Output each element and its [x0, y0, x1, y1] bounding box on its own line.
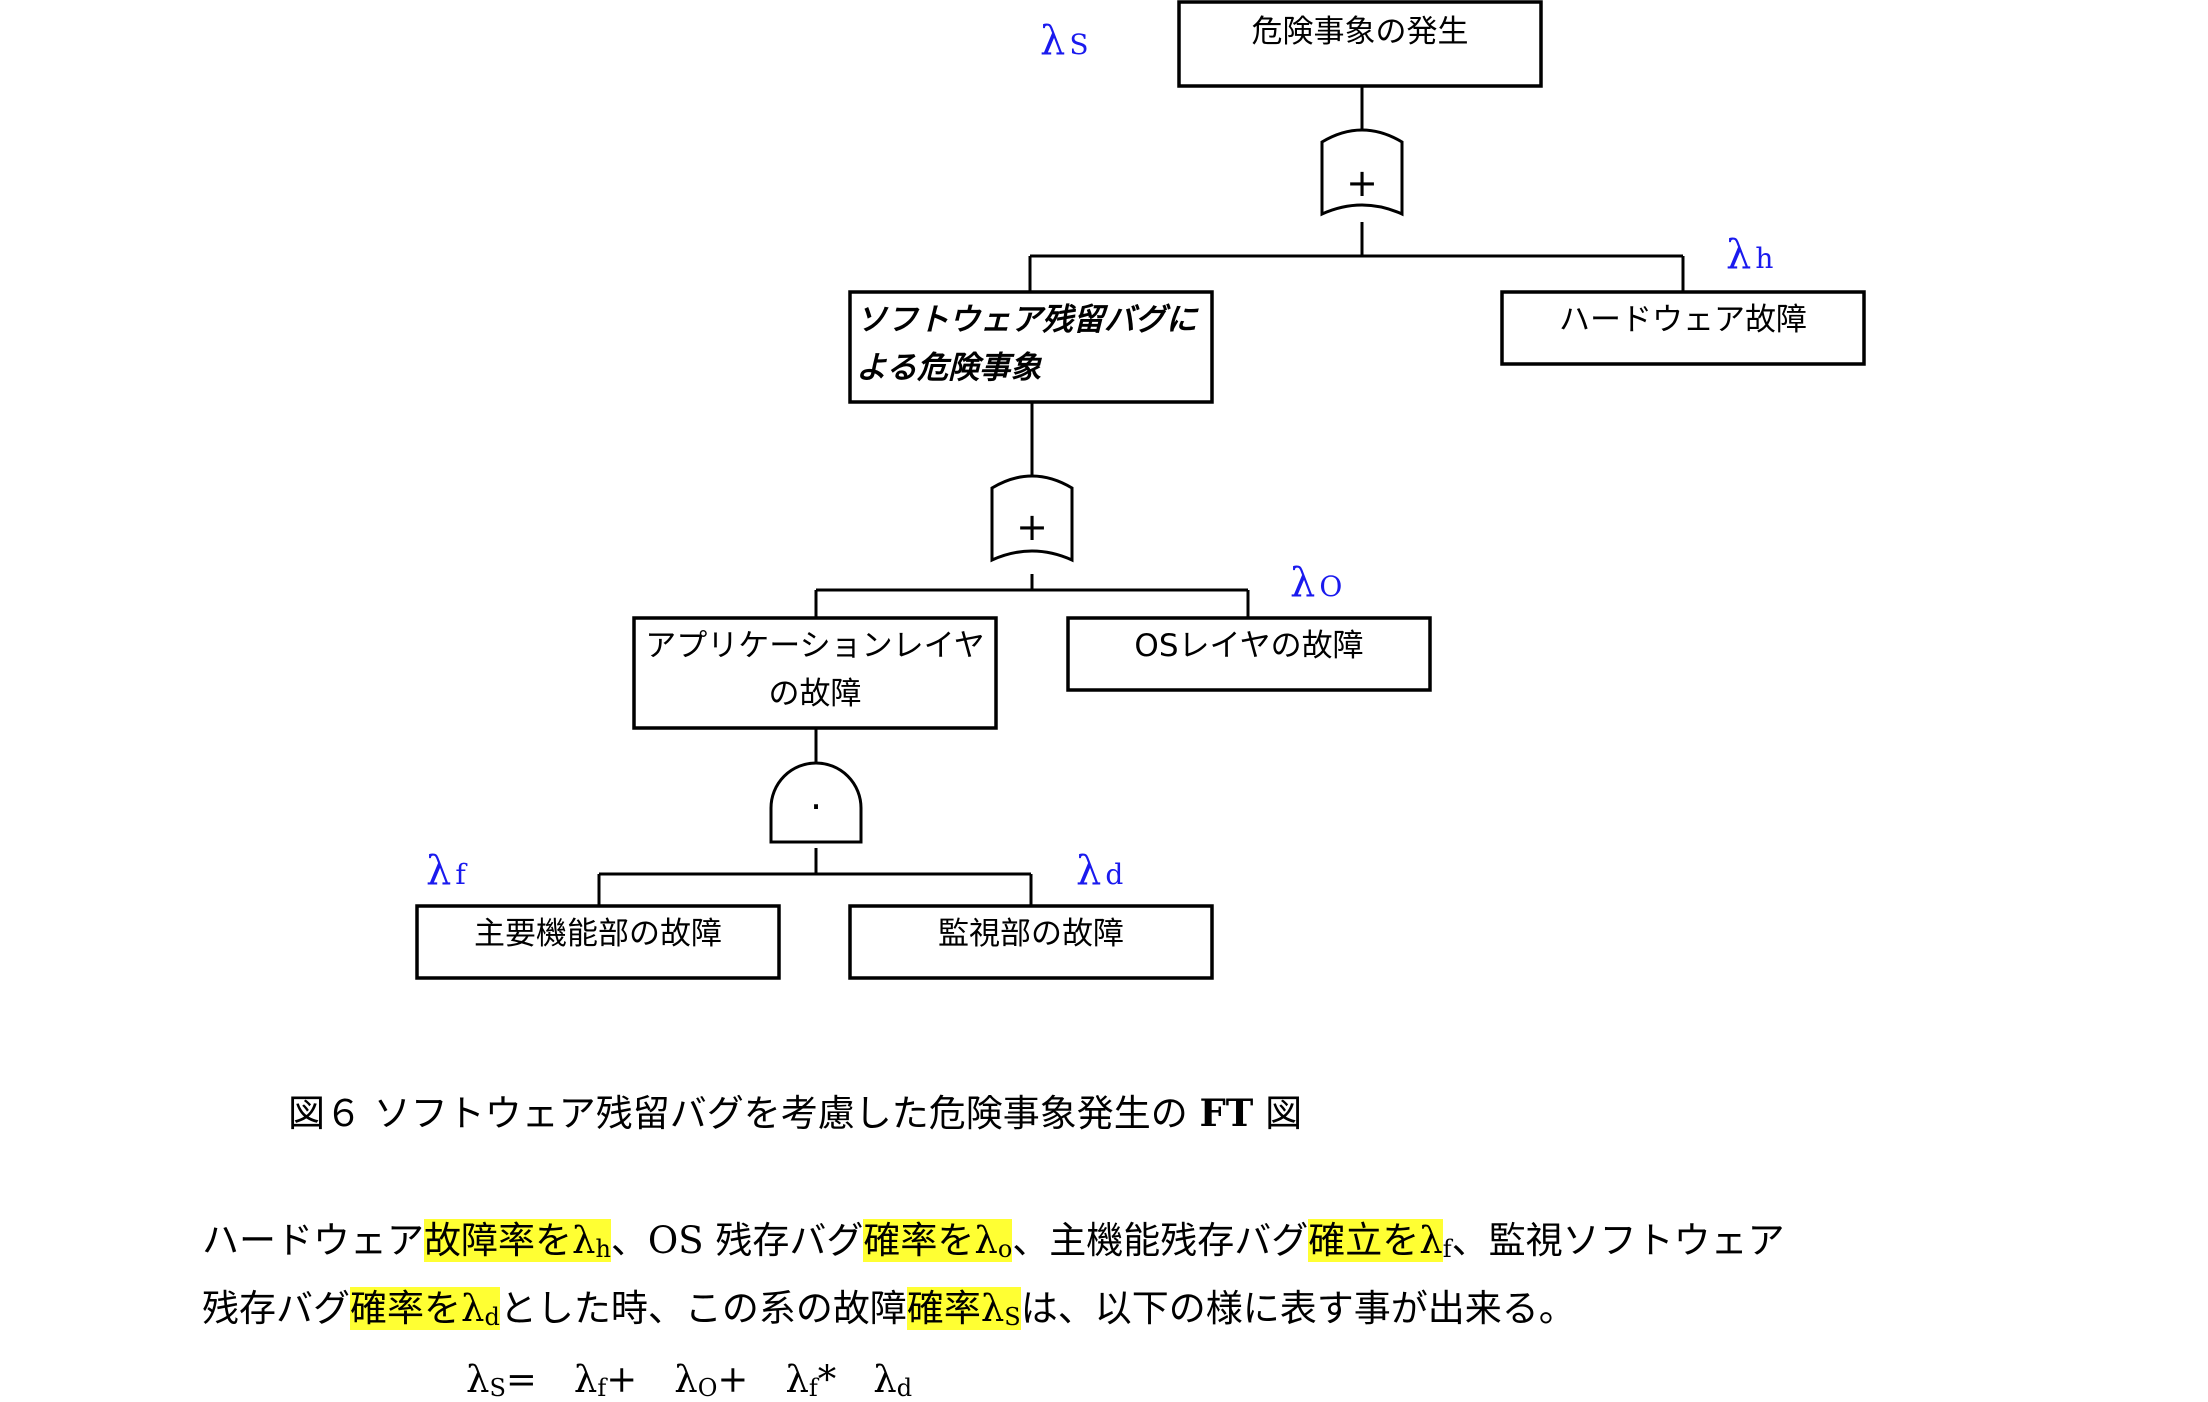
software-bug-label-line2: よる危険事象	[856, 350, 1042, 386]
para-text: は、以下の様に表す事が出来る。	[1020, 1287, 1576, 1330]
main-function-label: 主要機能部の故障	[474, 916, 722, 952]
and-symbol-app: ·	[810, 785, 822, 829]
software-bug-event-box	[848, 290, 1214, 404]
os-layer-label: OSレイヤの故障	[1134, 628, 1363, 664]
or-gate-software	[990, 474, 1074, 563]
or-symbol-top: +	[1346, 161, 1378, 205]
caption-suffix: 図	[1265, 1092, 1303, 1135]
caption-prefix: 図６	[288, 1092, 362, 1135]
para-sub: f	[1442, 1235, 1452, 1263]
para-text: 、主機能残存バグ	[1012, 1219, 1309, 1262]
hardware-failure-label: ハードウェア故障	[1559, 302, 1807, 338]
highlight: 確率をλd	[350, 1287, 500, 1331]
para-text: ハードウェア	[202, 1219, 424, 1262]
caption-ft: FT	[1199, 1091, 1254, 1135]
highlight: 確率λS	[906, 1287, 1021, 1331]
highlight: 確立をλ	[1308, 1219, 1443, 1262]
para-text: 、OS 残存バグ	[610, 1219, 864, 1262]
fault-tree-diagram: + + · 危険事象の発生 ソフトウェア残留バグに よる危険事象 ハードウェア故…	[415, 0, 1866, 980]
formula: λS= λf+ λO+ λf* λd	[466, 1358, 913, 1402]
app-layer-failure-box	[632, 616, 998, 730]
paragraph-line-2: 残存バグ確率をλdとした時、この系の故障確率λSは、以下の様に表す事が出来る。	[202, 1287, 1576, 1331]
software-bug-label-line1: ソフトウェア残留バグに	[856, 302, 1199, 338]
caption-text: ソフトウェア残留バグを考慮した危険事象発生の	[373, 1092, 1188, 1135]
top-event-box	[1177, 0, 1543, 88]
para-text: 、監視ソフトウェア	[1451, 1219, 1785, 1262]
monitor-label: 監視部の故障	[938, 916, 1124, 952]
highlight: 確率をλo	[863, 1219, 1013, 1263]
monitor-failure-box	[848, 904, 1214, 980]
para-text: 残存バグ	[202, 1287, 350, 1330]
para-text: とした時、この系の故障	[499, 1287, 907, 1330]
and-gate-app	[769, 761, 863, 844]
figure-caption: 図６ ソフトウェア残留バグを考慮した危険事象発生の FT 図	[288, 1083, 1302, 1137]
top-event-label: 危険事象の発生	[1252, 14, 1469, 50]
hardware-failure-box	[1500, 290, 1866, 366]
app-layer-label-line2: の故障	[769, 676, 862, 712]
paragraph-line-1: ハードウェア故障率をλh、OS 残存バグ確率をλo、主機能残存バグ確立をλf、監…	[202, 1219, 1785, 1263]
os-layer-failure-box	[1066, 616, 1432, 692]
or-symbol-software: +	[1016, 505, 1048, 549]
or-gate-top	[1320, 128, 1404, 217]
main-function-failure-box	[415, 904, 781, 980]
app-layer-label-line1: アプリケーションレイヤ	[645, 628, 984, 664]
highlight: 故障率をλh	[424, 1219, 611, 1263]
